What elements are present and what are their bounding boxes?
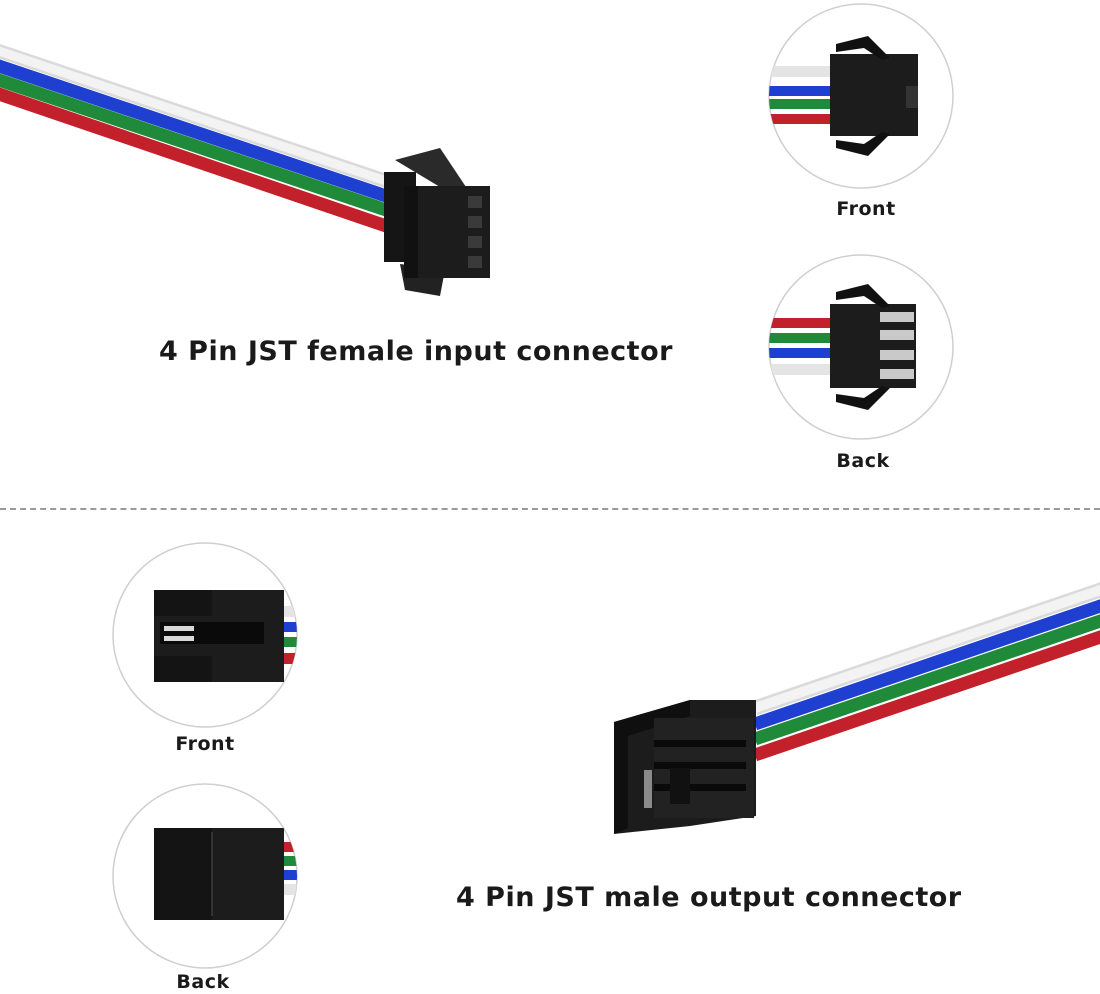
female-back-view xyxy=(768,254,954,440)
male-front-label: Front xyxy=(175,733,235,755)
wire-red xyxy=(752,630,1100,762)
wire-blue xyxy=(0,59,395,205)
female-connector xyxy=(384,148,490,296)
male-connector xyxy=(614,700,756,834)
wire-green xyxy=(752,614,1100,746)
wire-blue xyxy=(752,599,1100,731)
female-front-view xyxy=(768,3,954,189)
female-connector-title: 4 Pin JST female input connector xyxy=(159,336,673,367)
female-front-label: Front xyxy=(836,198,896,220)
female-connector-cable xyxy=(0,43,395,235)
wire-red xyxy=(0,87,395,235)
male-back-view xyxy=(112,783,298,969)
male-connector-title: 4 Pin JST male output connector xyxy=(456,882,962,913)
section-divider xyxy=(0,508,1100,510)
wire-green xyxy=(0,73,395,219)
male-connector-cable xyxy=(752,582,1100,762)
male-back-label: Back xyxy=(176,971,230,993)
male-front-view xyxy=(112,542,298,728)
female-back-label: Back xyxy=(836,450,890,472)
